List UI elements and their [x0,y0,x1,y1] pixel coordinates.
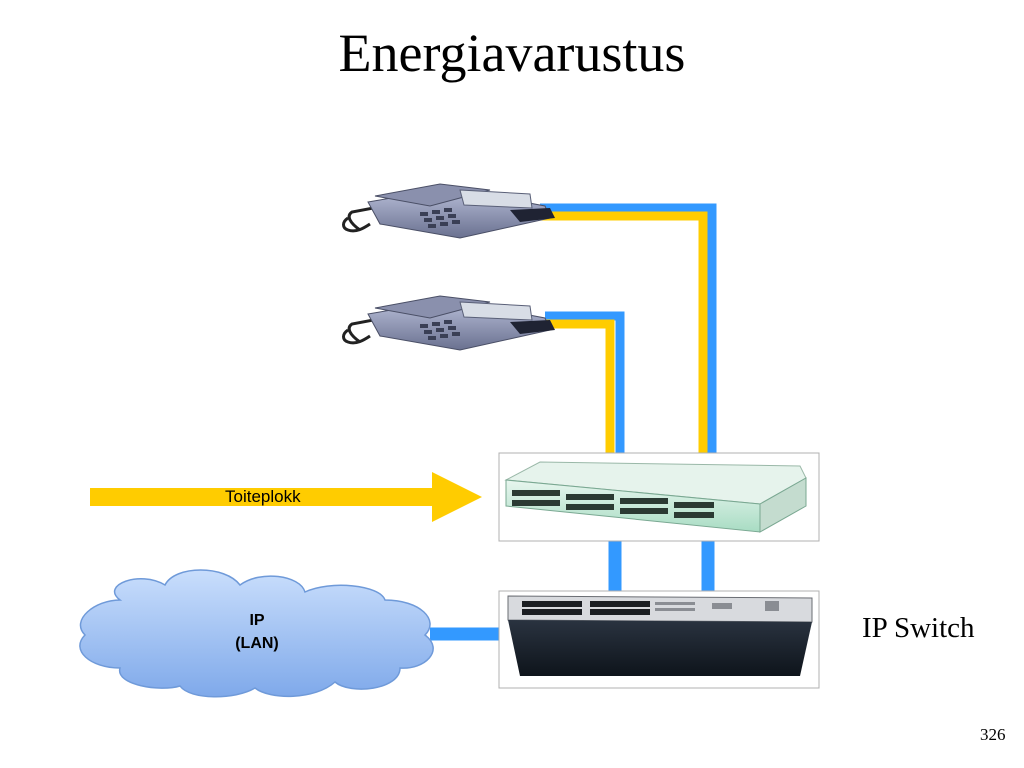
cloud-icon: IP (LAN) [79,569,434,698]
power-supply-arrow: Toiteplokk [90,472,482,522]
page-number: 326 [980,725,1006,744]
cable-injector-to-switch [608,540,715,592]
ip-phone-icon [342,183,555,239]
power-arrow-label: Toiteplokk [225,487,301,506]
slide-title: Energiavarustus [338,23,686,83]
ip-phone-icon [342,295,555,351]
poe-injector-icon [498,452,820,542]
cable-phone-2 [545,311,625,455]
cloud-label-line2: (LAN) [235,635,279,652]
cloud-label-line1: IP [249,612,264,629]
switch-label: IP Switch [862,612,975,644]
cable-phone-1 [540,203,717,455]
network-switch-icon [498,590,820,689]
